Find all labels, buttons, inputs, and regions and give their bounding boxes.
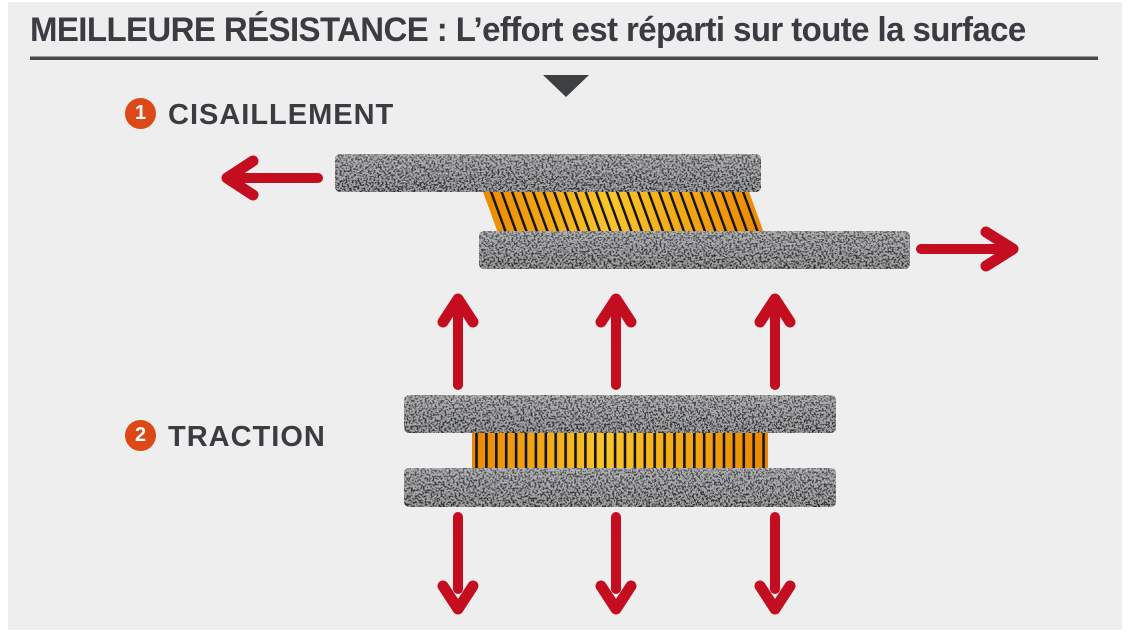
down-triangle-icon [543, 75, 589, 97]
traction-up-arrow-icon [437, 293, 479, 390]
stage-background [8, 2, 1122, 630]
shear-right-arrow-icon [916, 226, 1019, 272]
section-2-number-badge: 2 [125, 420, 156, 451]
traction-adhesive-layer [472, 430, 768, 470]
shear-top-plate [335, 154, 761, 192]
traction-diagram [404, 293, 836, 615]
shear-left-arrow-icon [221, 155, 323, 201]
section-1-label: CISAILLEMENT [168, 99, 395, 131]
shear-bottom-plate [479, 231, 910, 269]
traction-up-arrow-icon [595, 293, 637, 390]
shear-adhesive-layer [482, 189, 765, 236]
title-underline [30, 56, 1098, 60]
traction-down-arrow-icon [437, 512, 479, 615]
traction-top-plate [404, 395, 836, 433]
traction-bottom-plate [404, 468, 836, 507]
traction-up-arrow-icon [754, 293, 796, 390]
shear-diagram [221, 154, 1019, 272]
page-title: MEILLEURE RÉSISTANCE : L’effort est répa… [30, 11, 1026, 49]
section-2-label: TRACTION [168, 421, 326, 453]
traction-down-arrow-icon [595, 512, 637, 615]
traction-down-arrow-icon [754, 512, 796, 615]
section-1-number-badge: 1 [125, 98, 156, 129]
